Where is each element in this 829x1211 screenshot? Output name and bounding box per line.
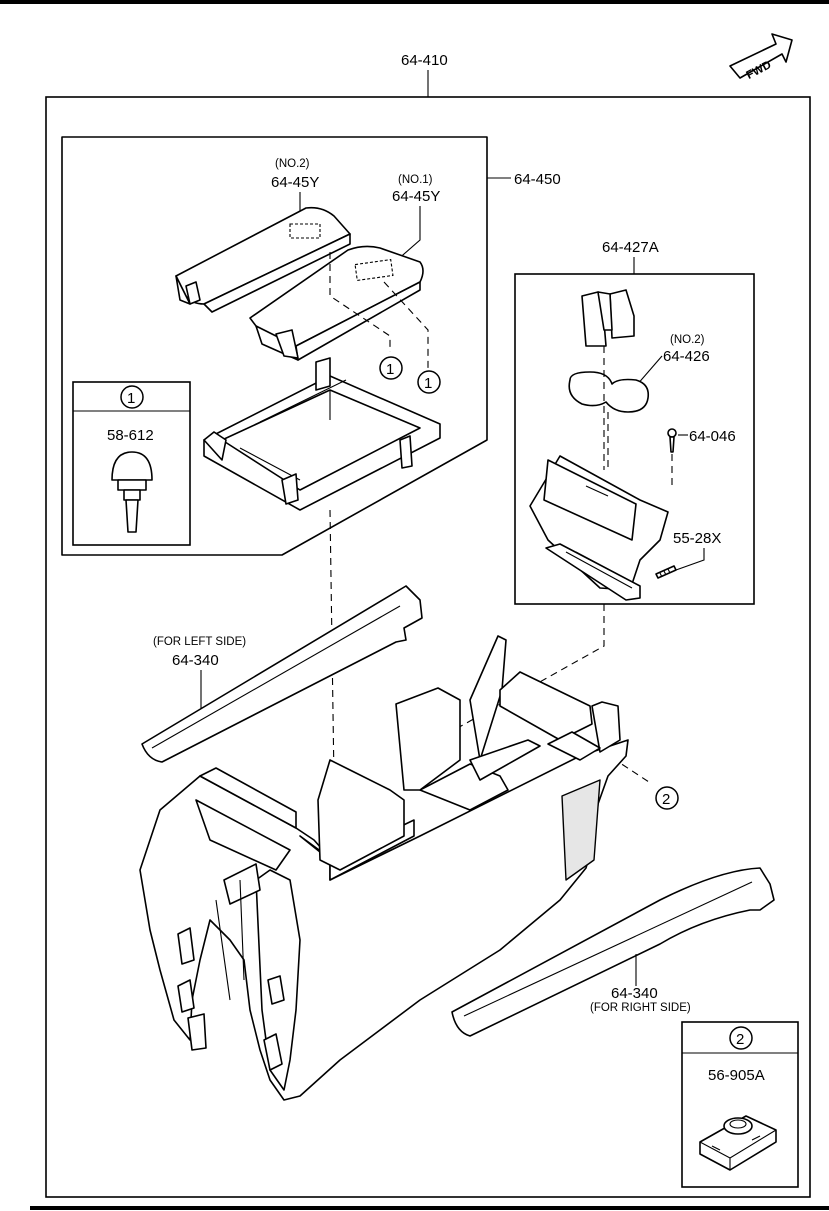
fwd-arrow-icon: FWD [729,33,793,82]
lid-group-frame [61,136,488,556]
callout-1b [417,370,441,394]
right-side-trim-part [451,867,775,1037]
callout-2-num: 2 [662,791,670,808]
cupholder-body-part [529,455,669,601]
label-screw-small: 64-046 [689,428,736,445]
label-mat-note: (NO.2) [670,334,705,346]
callout-1b-num: 1 [424,375,432,392]
console-body-part [139,635,629,1101]
lid-frame-part [203,357,441,511]
label-right-side: 64-340 [611,985,658,1002]
lid-no1-part [249,245,424,361]
label-lid-no2-note: (NO.2) [275,158,310,170]
label-lid-no2: 64-45Y [271,174,319,191]
screw-64-046-icon [667,428,677,453]
nut-56-905a-icon [699,1115,777,1171]
cupholder-frame [514,273,755,605]
label-right-side-note: (FOR RIGHT SIDE) [590,1002,691,1014]
label-assembly: 64-410 [401,52,448,69]
label-mat: 64-426 [663,348,710,365]
detail-box-1 [72,381,191,546]
screw-55-28x-icon [655,565,677,579]
label-left-side: 64-340 [172,652,219,669]
assembly-frame [45,96,811,1198]
label-detail2-part: 56-905A [708,1067,765,1084]
label-detail1-part: 58-612 [107,427,154,444]
mat-part [568,371,650,413]
left-side-trim-part [141,585,423,763]
lid-no2-part [175,206,351,313]
label-lid-no1-note: (NO.1) [398,174,433,186]
label-screw: 55-28X [673,530,721,547]
clip-58-612-icon [111,451,153,533]
callout-1a [379,356,403,380]
callout-2 [655,786,679,810]
label-lid-group: 64-450 [514,171,561,188]
label-lid-no1: 64-45Y [392,188,440,205]
callout-1a-num: 1 [386,361,394,378]
label-left-side-note: (FOR LEFT SIDE) [153,636,246,648]
label-cupholder: 64-427A [602,239,659,256]
detail-box-2 [681,1021,799,1188]
detail1-num: 1 [127,390,135,407]
cupholder-divider-part [581,289,635,347]
detail2-num: 2 [736,1031,744,1048]
